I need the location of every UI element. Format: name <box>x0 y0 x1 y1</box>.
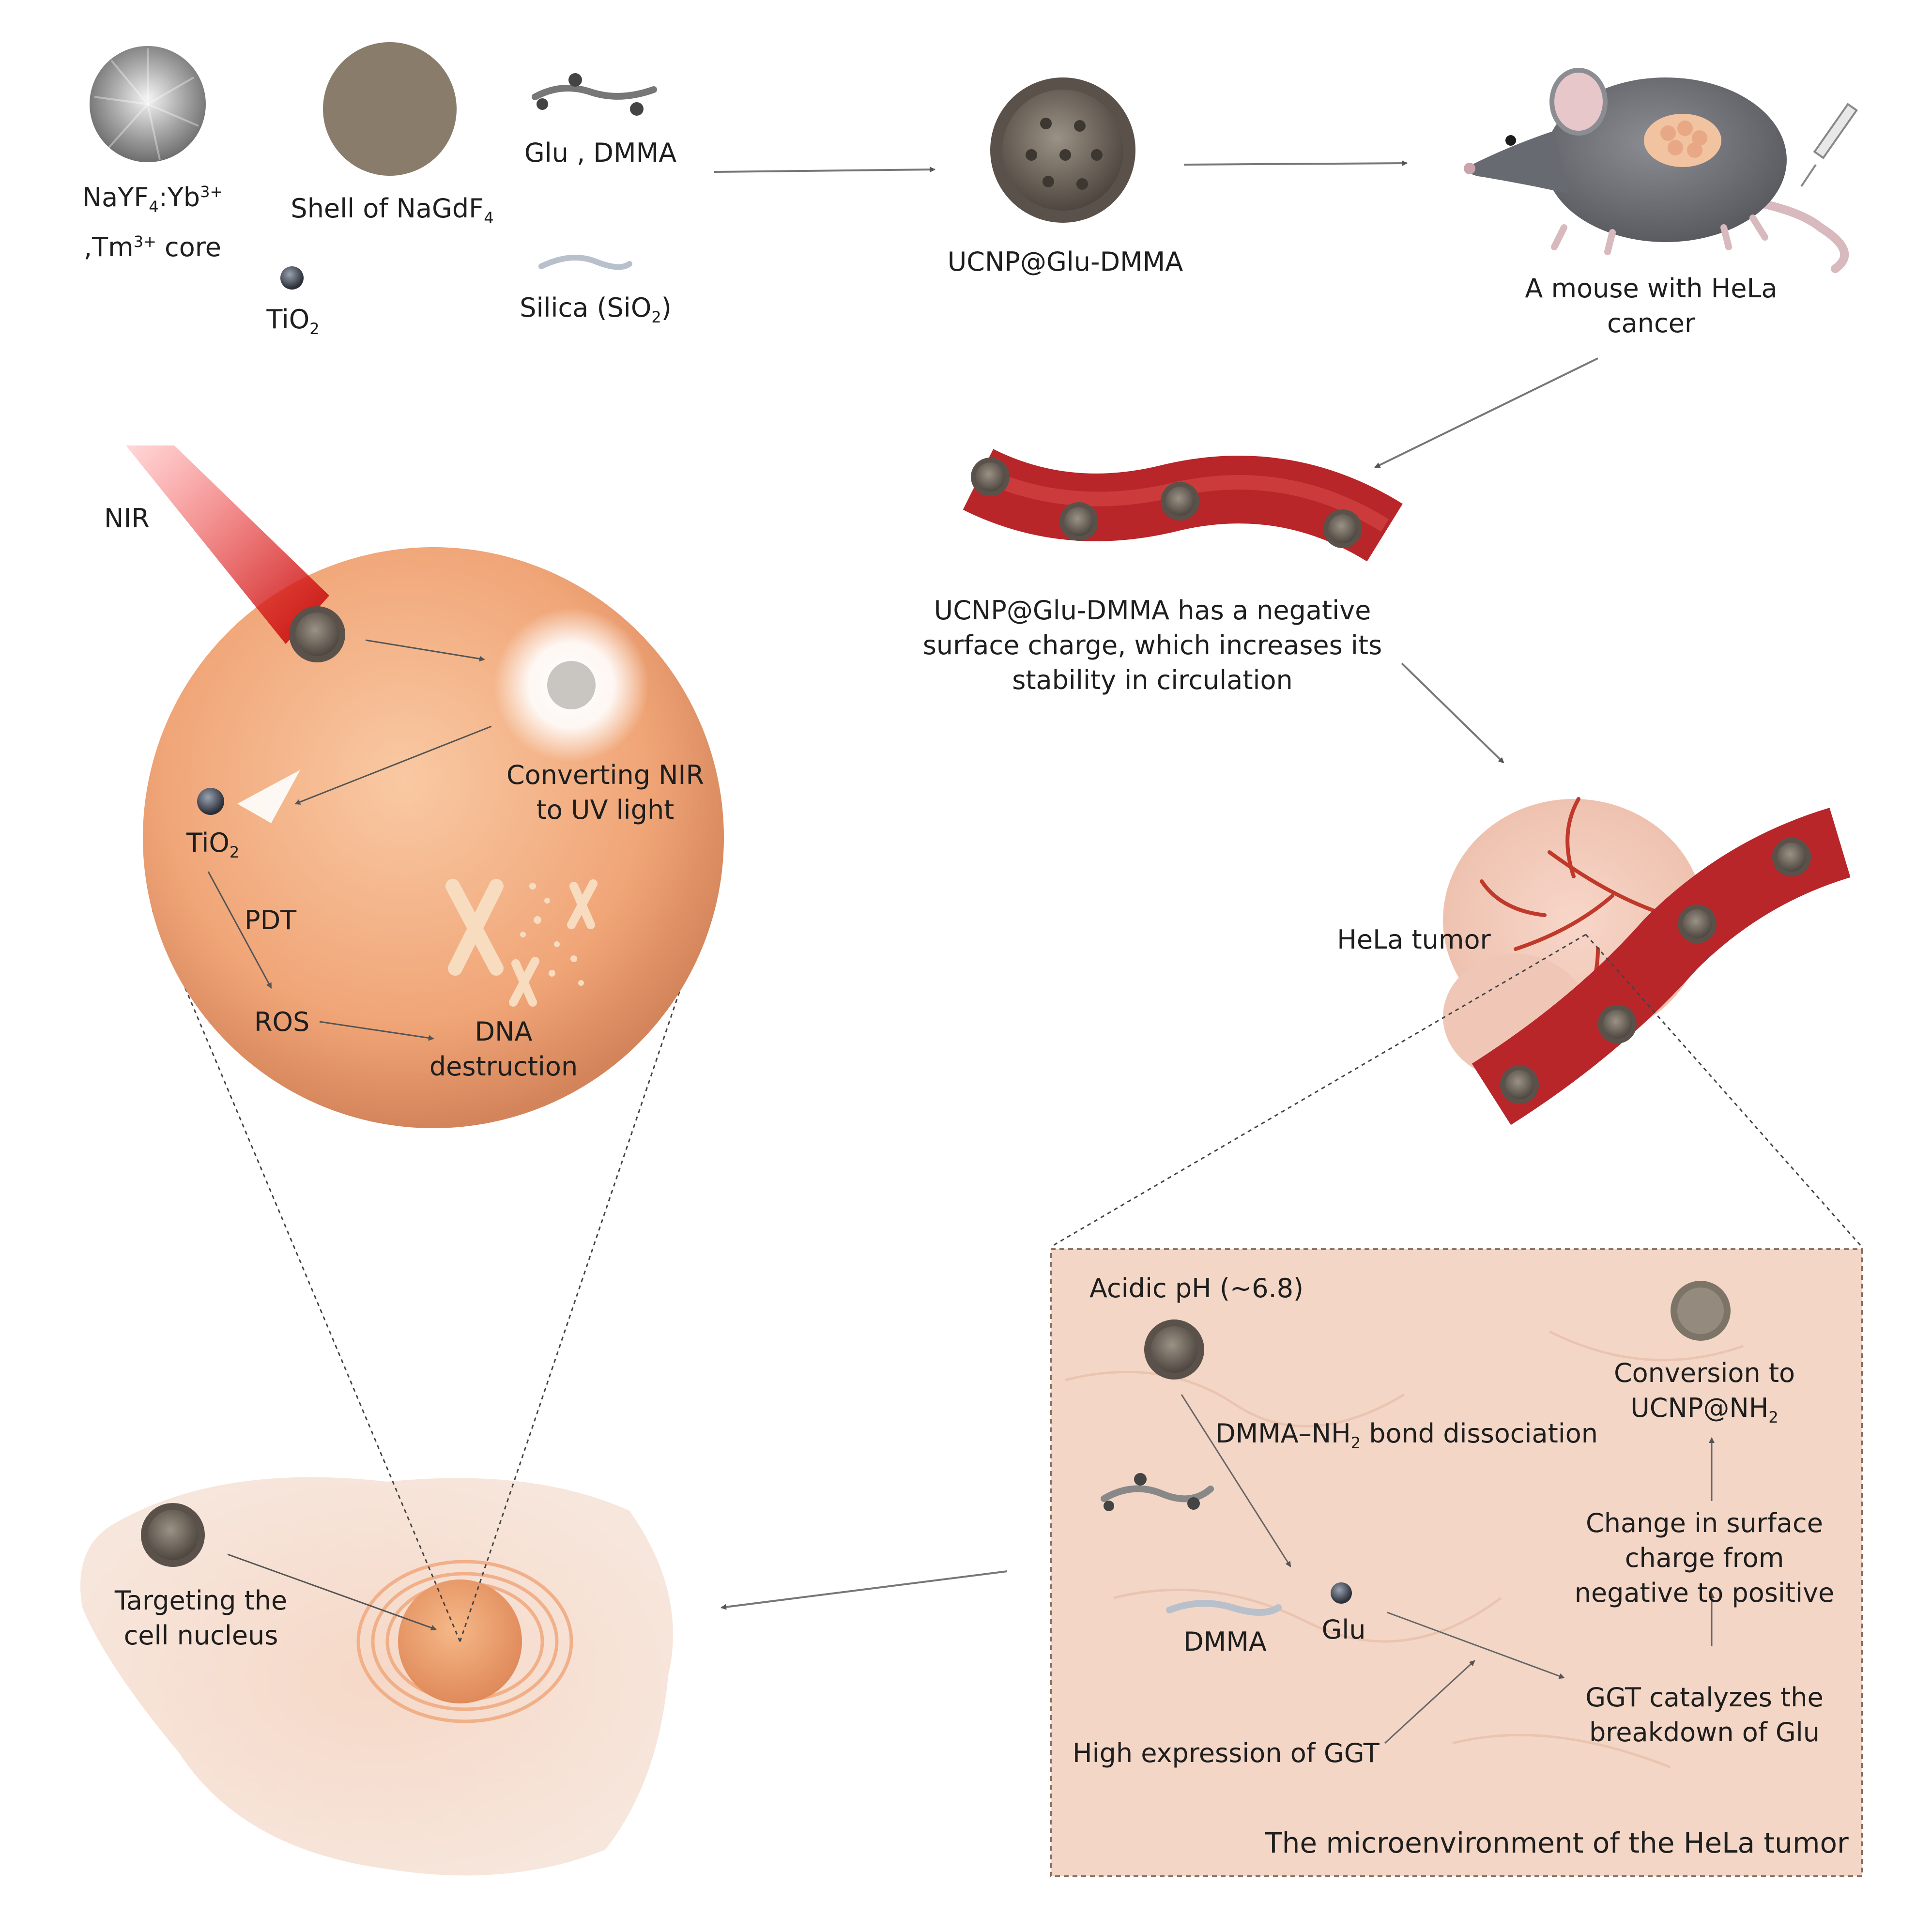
glu-dmma-chain-icon <box>532 73 657 116</box>
acidic-label: Acidic pH (~6.8) <box>1089 1273 1304 1303</box>
dna-fragments <box>520 883 584 986</box>
shell-label: Shell of NaGdF4 <box>271 191 513 235</box>
micro-title: The microenvironment of the HeLa tumor <box>1265 1826 1849 1859</box>
tio2-particle-icon <box>280 266 304 290</box>
micro-dmma-icon <box>1166 1600 1282 1616</box>
mouse-illustration <box>1464 68 1858 273</box>
micro-particle-nh2 <box>1671 1281 1731 1341</box>
glu-label: Glu <box>1321 1614 1366 1645</box>
core-label: NaYF4:Yb3+,Tm3+ core <box>65 174 240 265</box>
high-ggt-label: High expression of GGT <box>1073 1738 1380 1768</box>
conversion-label-sub: 2 <box>1768 1408 1779 1426</box>
uv-beam <box>237 770 300 823</box>
zoom-particle-entry <box>289 606 345 662</box>
syringe-icon <box>1800 103 1858 187</box>
ggt-label: GGT catalyzes the breakdown of Glu <box>1585 1682 1824 1748</box>
arrow-box-to-cell <box>721 1570 1008 1610</box>
glu-dmma-label: Glu , DMMA <box>524 138 677 168</box>
microenvironment-texture <box>1065 1330 1744 1769</box>
bond-label-post: bond dissociation <box>1361 1418 1598 1449</box>
core-particle-icon <box>90 46 206 162</box>
zoom-tio2-sub: 2 <box>229 843 240 861</box>
tio2-legend-label: TiO2 <box>242 302 344 346</box>
arrow-legend-to-ucnp <box>714 167 935 173</box>
arrow-mouse-to-vessel <box>1374 357 1598 468</box>
vessel-caption: UCNP@Glu-DMMA has a negative surface cha… <box>922 595 1382 695</box>
core-label-part: :Yb <box>158 182 200 213</box>
core-label-sup: 3+ <box>133 232 156 251</box>
conversion-label-pre: Conversion to UCNP@NH <box>1613 1358 1795 1423</box>
core-texture <box>94 48 199 160</box>
shell-label-text: Shell of NaGdF <box>291 193 484 224</box>
dmma-label: DMMA <box>1183 1626 1267 1657</box>
arrow-vessel-to-tumor <box>1401 662 1504 764</box>
shell-particle-icon <box>323 42 457 176</box>
ros-label: ROS <box>254 1007 310 1037</box>
tumor-nanoparticles <box>1500 838 1811 1104</box>
micro-arrows <box>1181 1394 1715 1744</box>
micro-glu-icon <box>1331 1582 1352 1604</box>
zoom-arrows <box>207 639 492 1041</box>
nir-beam <box>126 445 329 644</box>
tumor-label: HeLa tumor <box>1337 924 1491 955</box>
zoom-tio2-particle <box>197 788 224 815</box>
targeting-label: Targeting the cell nucleus <box>114 1585 288 1651</box>
silica-label-sub: 2 <box>651 307 661 326</box>
cell-zoom-lines <box>152 910 708 1642</box>
core-label-part: NaYF <box>82 182 149 213</box>
bond-label: DMMA–NH2 bond dissociation <box>1215 1416 1598 1460</box>
nir-label: NIR <box>104 503 150 534</box>
core-label-part: core <box>156 231 222 262</box>
core-label-sup: 3+ <box>200 183 223 201</box>
core-label-sub: 4 <box>149 197 159 216</box>
core-label-part: ,Tm <box>83 231 134 262</box>
change-label: Change in surface charge from negative t… <box>1574 1508 1835 1608</box>
micro-chain-icon <box>1101 1473 1214 1511</box>
silica-label-post: ) <box>661 292 672 323</box>
dna-label: DNA destruction <box>429 1016 578 1082</box>
ucnp-label: UCNP@Glu-DMMA <box>947 246 1183 277</box>
arrow-to-nucleus <box>227 1553 437 1631</box>
bond-label-pre: DMMA–NH <box>1215 1418 1351 1449</box>
micro-particle-acidic <box>1144 1319 1204 1380</box>
zoom-particle-glow <box>547 661 596 709</box>
pdt-label: PDT <box>245 905 297 935</box>
tio2-legend-text: TiO <box>266 304 310 335</box>
cell-particle <box>141 1503 205 1567</box>
tio2-legend-sub: 2 <box>309 319 320 338</box>
bond-label-sub: 2 <box>1350 1433 1361 1452</box>
chromosome-x-small <box>509 879 598 1007</box>
zoom-tio2-text: TiO <box>186 828 230 858</box>
zoom-tio2-label: TiO2 <box>186 826 239 870</box>
silica-label-pre: Silica (SiO <box>520 292 652 323</box>
arrow-ucnp-to-mouse <box>1183 160 1408 167</box>
vessel-nanoparticles <box>971 458 1362 548</box>
silica-chain-icon <box>538 255 632 270</box>
silica-label: Silica (SiO2) <box>504 291 688 335</box>
shell-label-sub: 4 <box>484 208 494 227</box>
tumor-zoom-lines <box>1050 934 1863 1248</box>
converting-label: Converting NIR to UV light <box>506 760 705 825</box>
mouse-label: A mouse with HeLa cancer <box>1525 273 1778 338</box>
chromosome-x-large <box>445 879 504 976</box>
conversion-label: Conversion to UCNP@NH2 <box>1593 1356 1816 1435</box>
ucnp-glu-dmma-particle <box>990 77 1135 223</box>
